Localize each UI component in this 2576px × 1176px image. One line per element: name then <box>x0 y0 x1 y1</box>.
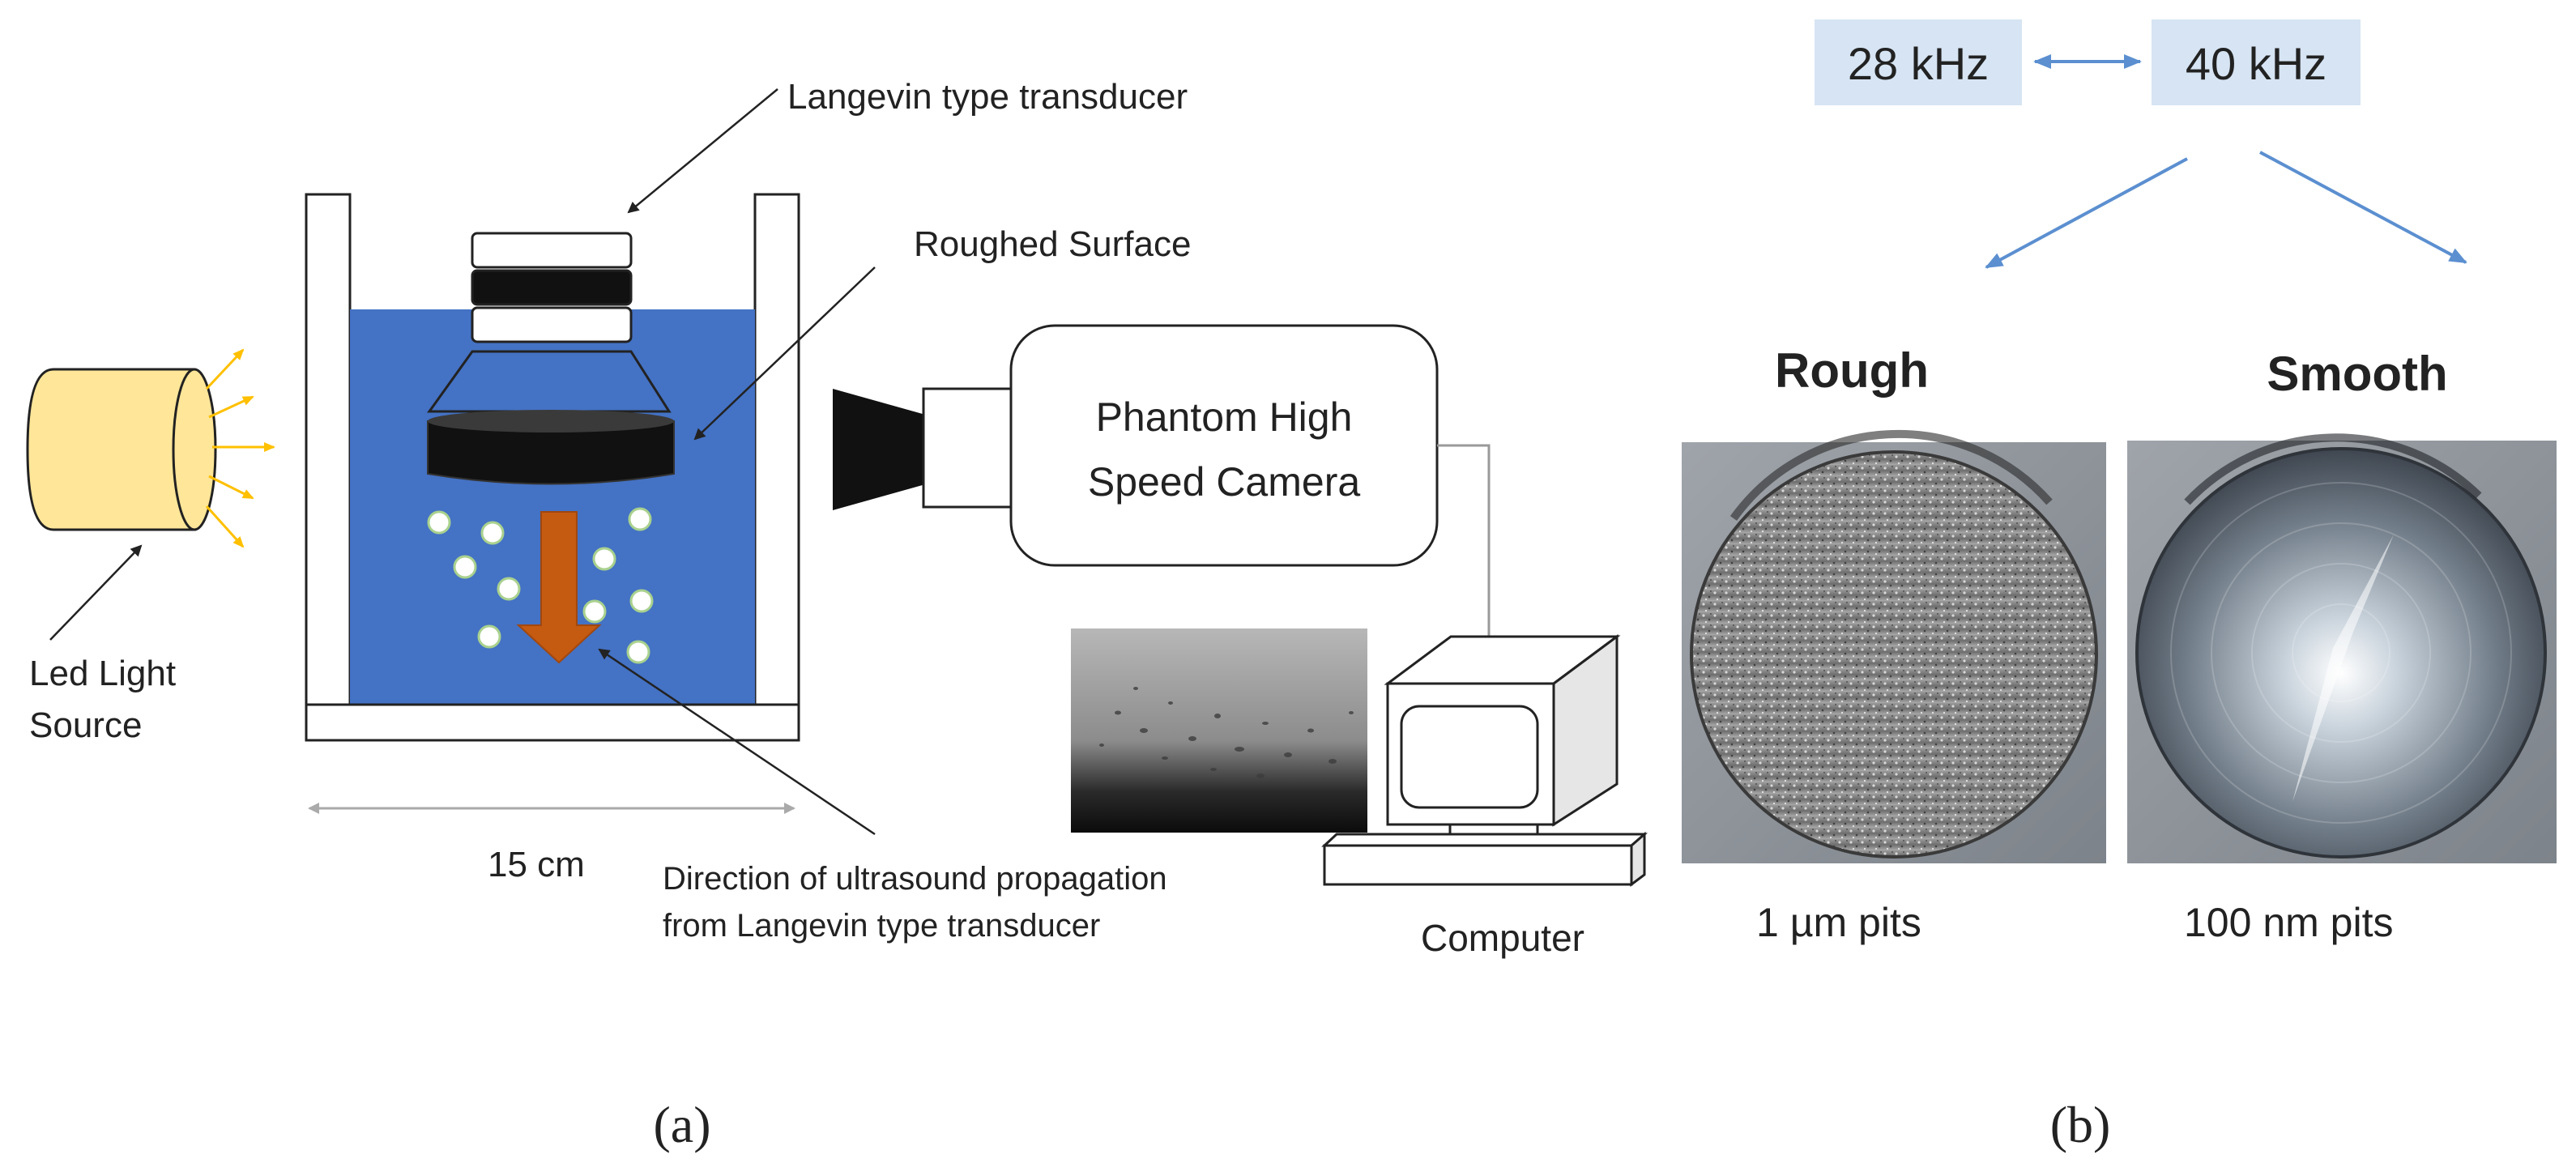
computer <box>1321 634 1648 887</box>
led-light-source <box>26 368 217 531</box>
direction-label-line2: from Langevin type transducer <box>663 908 1100 944</box>
computer-screen <box>1400 705 1539 809</box>
surface-pointer-arrow <box>693 266 876 441</box>
smooth-sample-image <box>2127 433 2557 863</box>
rough-pits-label: 1 µm pits <box>1756 900 1921 945</box>
camera-body <box>1009 324 1439 567</box>
light-source-label-line2: Source <box>29 705 142 745</box>
bubbles <box>427 507 654 664</box>
light-rays <box>205 348 275 548</box>
panel-b: 28 kHz 40 kHz Rough Smooth 1 <box>1682 19 2557 1153</box>
light-pointer-arrow <box>49 544 143 641</box>
smooth-title: Smooth <box>2267 347 2447 401</box>
captured-frame-image <box>1071 628 1367 833</box>
light-source-label-line1: Led Light <box>29 654 176 693</box>
transducer-pointer-arrow <box>627 88 778 214</box>
freq-28-label: 28 kHz <box>1848 38 1989 89</box>
rough-title: Rough <box>1775 343 1929 398</box>
tank-right-wall <box>753 193 800 706</box>
freq-box-28 <box>1815 19 2022 105</box>
branch-arrow-smooth <box>2259 151 2467 264</box>
direction-pointer-arrow <box>598 648 876 836</box>
camera-label-line1: Phantom High <box>1096 394 1353 440</box>
smooth-pits-label: 100 nm pits <box>2184 900 2393 945</box>
keyboard <box>1323 844 1633 886</box>
branch-arrow-rough <box>1985 157 2188 269</box>
rough-sample-image <box>1682 430 2106 863</box>
freq-box-40 <box>2152 19 2361 105</box>
transducer-label: Langevin type transducer <box>787 77 1188 117</box>
tank-left-wall <box>305 193 352 706</box>
camera-cable <box>1437 444 1491 637</box>
panel-a-caption: (a) <box>653 1096 710 1153</box>
roughed-surface-label: Roughed Surface <box>914 224 1191 264</box>
tank-base <box>305 703 800 742</box>
camera-label-line2: Speed Camera <box>1088 459 1360 505</box>
freq-40-label: 40 kHz <box>2186 38 2327 89</box>
langevin-transducer <box>427 232 675 485</box>
computer-label: Computer <box>1421 917 1584 959</box>
high-speed-camera: Phantom High Speed Camera <box>833 324 1439 567</box>
width-label: 15 cm <box>488 845 585 884</box>
direction-label-line1: Direction of ultrasound propagation <box>663 861 1167 897</box>
panel-a: Phantom High Speed Camera <box>26 77 1648 1153</box>
panel-b-caption: (b) <box>2050 1096 2111 1153</box>
ultrasound-direction-arrow <box>516 511 602 664</box>
